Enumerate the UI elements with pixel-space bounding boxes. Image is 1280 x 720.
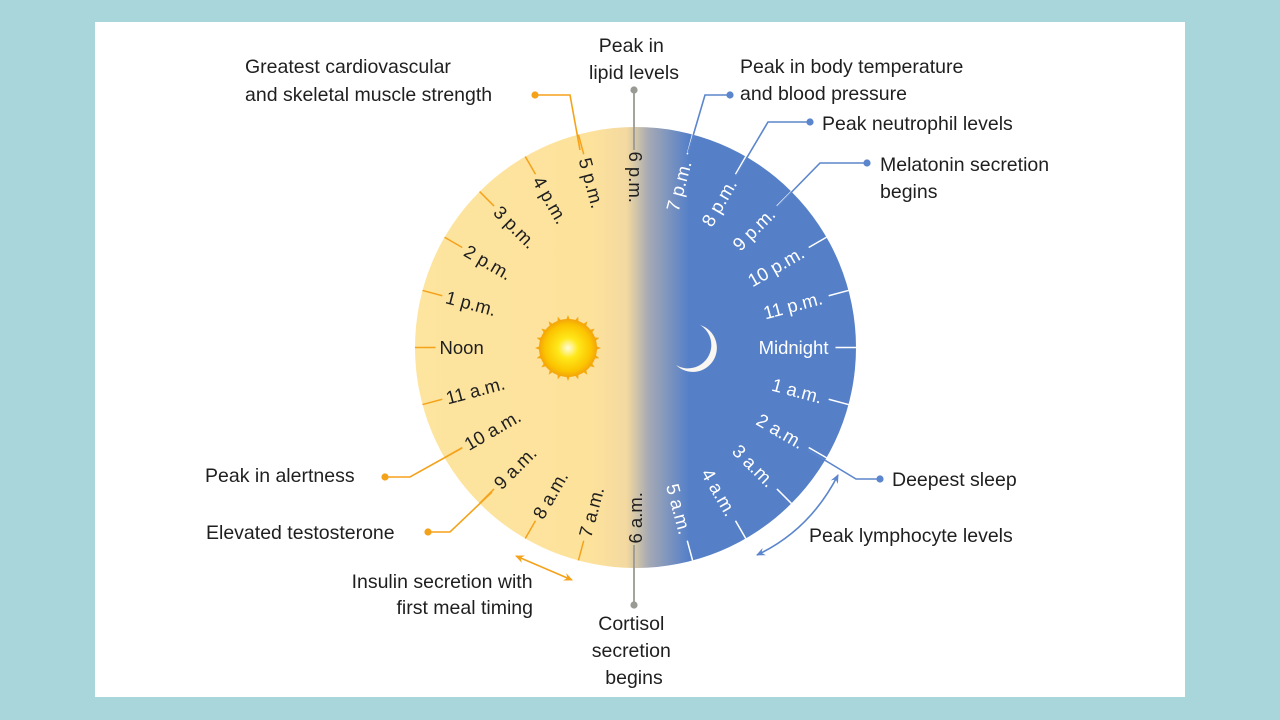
cardio-leader: [535, 94, 581, 151]
hour-tick: [577, 134, 585, 155]
cortisol-label: Cortisol secretion begins: [592, 613, 677, 689]
hour-label: 6 a.m.: [625, 492, 646, 543]
hour-label: Midnight: [759, 337, 829, 358]
sun-disc: [539, 319, 597, 377]
lipid-label: Peak in lipid levels: [589, 35, 679, 84]
lymphocyte-arrow: [756, 474, 839, 556]
hour-tick: [808, 446, 827, 459]
hour-tick: [734, 156, 747, 175]
hour-tick: [444, 236, 463, 249]
melatonin-leader: [776, 162, 867, 208]
lipid-dot: [630, 86, 638, 94]
hour-tick: [686, 540, 694, 561]
hour-tick: [808, 236, 827, 249]
hour-tick: [479, 191, 495, 207]
cortisol-dot: [630, 601, 638, 609]
hour-tick: [422, 398, 443, 406]
testosterone-dot: [424, 528, 432, 536]
sleep-dot: [876, 475, 884, 483]
melatonin-dot: [863, 159, 871, 167]
hour-tick: [524, 520, 537, 539]
lymphocyte-label: Peak lymphocyte levels: [809, 525, 1013, 547]
temperature-label: Peak in body temperature and blood press…: [740, 56, 969, 105]
alertness-dot: [381, 473, 389, 481]
insulin-arrow: [515, 555, 573, 581]
sleep-label: Deepest sleep: [892, 469, 1017, 491]
hour-tick: [828, 289, 849, 297]
hour-label: 6 p.m.: [625, 152, 646, 203]
neutrophil-dot: [806, 118, 814, 126]
hour-tick: [734, 520, 747, 539]
alertness-label: Peak in alertness: [205, 465, 355, 487]
hour-tick: [828, 398, 849, 406]
hour-tick: [577, 540, 585, 561]
neutrophil-leader: [735, 121, 810, 177]
cardio-label: Greatest cardiovascular and skeletal mus…: [245, 56, 492, 106]
hour-tick: [524, 156, 537, 175]
insulin-label: Insulin secretion with first meal timing: [352, 571, 538, 619]
testosterone-label: Elevated testosterone: [206, 522, 395, 544]
sun-icon: [535, 315, 601, 381]
temperature-leader: [687, 94, 730, 154]
temperature-dot: [726, 91, 734, 99]
hour-tick: [422, 289, 443, 297]
cardio-dot: [531, 91, 539, 99]
sleep-leader: [807, 449, 880, 480]
melatonin-label: Melatonin secretion begins: [880, 154, 1055, 203]
hour-label: Noon: [440, 337, 484, 358]
testosterone-leader: [428, 491, 493, 533]
neutrophil-label: Peak neutrophil levels: [822, 113, 1013, 135]
alertness-leader: [385, 447, 463, 478]
moon-icon: [676, 325, 717, 372]
clock-face: [415, 127, 856, 568]
